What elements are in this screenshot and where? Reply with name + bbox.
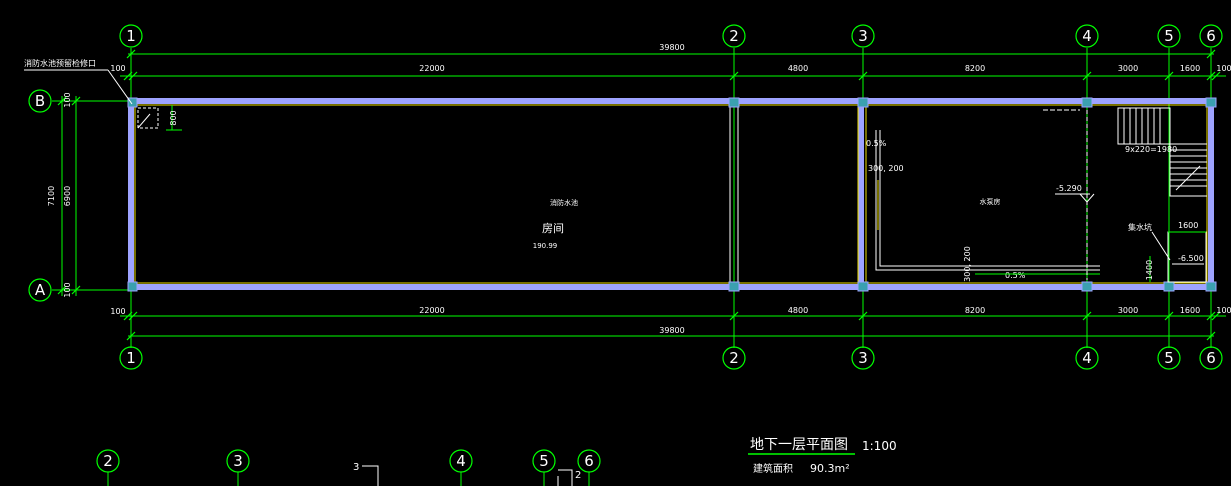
grid-bubbles-top: 1 2 3 4 5 6 — [119, 24, 1223, 48]
building-walls — [128, 98, 1214, 290]
dim-segment-top: 3000 — [1118, 64, 1138, 73]
grid-bubble-label: 6 — [1206, 349, 1216, 367]
dim-overall-bottom: 39800 — [659, 326, 684, 335]
grid-bubble — [1157, 346, 1181, 370]
grid-bubble-label: 6 — [584, 452, 594, 470]
drawing-title: 地下一层平面图 — [750, 437, 848, 453]
trench-label: 300, 200 — [963, 246, 972, 282]
dim-segment-top: 1600 — [1180, 64, 1200, 73]
drainage-trench — [875, 130, 1100, 271]
maintenance-opening-note: 消防水池预留检修口 — [24, 58, 96, 68]
grid-bubble-label: 2 — [729, 349, 739, 367]
grid-bubble-label: 2 — [103, 452, 113, 470]
grid-bubbles-left: B A — [28, 89, 52, 302]
pump-room-label: 水泵房 — [980, 197, 1001, 206]
footer-small-label: 2 — [575, 470, 581, 481]
grid-bubble-label: 3 — [858, 349, 868, 367]
level-mark: -6.500 — [1178, 254, 1204, 263]
structural-columns — [127, 97, 1217, 292]
grid-bubbles-bottom: 1 2 3 4 5 6 — [119, 346, 1223, 370]
grid-bubble-label: 1 — [126, 27, 136, 45]
grid-bubble-label: 2 — [729, 27, 739, 45]
sump-pit: 集水坑 1600 1400 -6.500 — [1128, 221, 1207, 283]
footer-grid-bubbles: 2 3 4 5 6 3 2 — [96, 449, 601, 486]
stairs-label: 9x220=1980 — [1125, 145, 1177, 154]
dim-left-inner: 6900 — [63, 186, 72, 206]
dimensions-left: 7100 6900 100 100 — [47, 92, 81, 298]
grid-bubble-label: 1 — [126, 349, 136, 367]
grid-bubble-label: 4 — [456, 452, 466, 470]
grid-bubble — [28, 278, 52, 302]
staircase: 9x220=1980 — [1117, 107, 1207, 197]
area-label: 建筑面积 — [753, 462, 793, 475]
inner-outline-right — [865, 104, 1208, 284]
dim-left-outer: 7100 — [47, 186, 56, 206]
drawing-scale: 1:100 — [862, 439, 897, 453]
room-area-label: 190.99 — [533, 242, 558, 250]
slope-label: 0.5% — [866, 139, 887, 148]
dim-segment-top: 22000 — [419, 64, 444, 73]
water-tank-room: 800 消防水池预留检修口 消防水池 房间 190.99 — [24, 58, 578, 250]
grid-bubble-label: 3 — [233, 452, 243, 470]
slope-label: 0.5% — [1005, 271, 1026, 280]
grid-bubble — [722, 346, 746, 370]
dim-segment-bottom: 22000 — [419, 306, 444, 315]
trench-label: 300, 200 — [868, 164, 904, 173]
footer-small-label: 3 — [353, 462, 359, 473]
grid-bubble-label: 3 — [858, 27, 868, 45]
grid-bubble — [28, 89, 52, 113]
dim-edge-right-top: 100 — [1216, 64, 1231, 73]
dim-left-bottom-offset: 100 — [63, 282, 72, 297]
room-small-label: 消防水池 — [550, 198, 578, 207]
grid-bubble-label: 4 — [1082, 27, 1092, 45]
level-mark: -5.290 — [1056, 184, 1082, 193]
grid-bubble — [1075, 346, 1099, 370]
sump-dim: 1400 — [1145, 260, 1154, 280]
dim-edge-right-bottom: 100 — [1216, 306, 1231, 315]
grid-bubble — [1075, 24, 1099, 48]
grid-lines — [52, 48, 1212, 348]
maintenance-opening — [137, 107, 159, 129]
grid-bubble — [119, 346, 143, 370]
grid-bubble — [851, 24, 875, 48]
dim-segment-bottom: 4800 — [788, 306, 808, 315]
grid-bubble — [1157, 24, 1181, 48]
dimensions-top: 39800 100 22000 4800 8200 3000 1600 100 — [110, 43, 1231, 81]
dim-edge-left-top: 100 — [110, 64, 125, 73]
grid-bubble — [722, 24, 746, 48]
dim-segment-top: 8200 — [965, 64, 985, 73]
pump-room: 0.5% 300, 200 300, 200 0.5% 水泵房 -5.290 9… — [866, 107, 1207, 283]
inner-outline-left — [134, 104, 859, 284]
dim-segment-bottom: 3000 — [1118, 306, 1138, 315]
grid-bubble — [119, 24, 143, 48]
title-block: 地下一层平面图 1:100 建筑面积 90.3m² — [748, 437, 897, 475]
grid-bubble — [851, 346, 875, 370]
dim-overall-top: 39800 — [659, 43, 684, 52]
grid-bubble — [1199, 346, 1223, 370]
room-name-label: 房间 — [542, 222, 564, 235]
area-value: 90.3m² — [810, 462, 850, 475]
grid-bubble-label: B — [35, 92, 45, 110]
opening-dim-label: 800 — [169, 110, 178, 125]
grid-bubble-label: 4 — [1082, 349, 1092, 367]
dim-segment-bottom: 1600 — [1180, 306, 1200, 315]
dimensions-bottom: 100 22000 4800 8200 3000 1600 100 39800 — [110, 306, 1231, 341]
dim-left-top-offset: 100 — [63, 92, 72, 107]
outer-wall — [128, 98, 1214, 290]
dim-segment-bottom: 8200 — [965, 306, 985, 315]
dim-segment-top: 4800 — [788, 64, 808, 73]
grid-bubble-label: A — [35, 281, 46, 299]
grid-bubble-label: 5 — [1164, 27, 1174, 45]
grid-bubble-label: 6 — [1206, 27, 1216, 45]
sump-dim: 1600 — [1178, 221, 1198, 230]
grid-bubble-label: 5 — [1164, 349, 1174, 367]
dim-edge-left-bottom: 100 — [110, 307, 125, 316]
grid-bubble — [1199, 24, 1223, 48]
sump-label: 集水坑 — [1128, 222, 1152, 232]
grid-bubble-label: 5 — [539, 452, 549, 470]
